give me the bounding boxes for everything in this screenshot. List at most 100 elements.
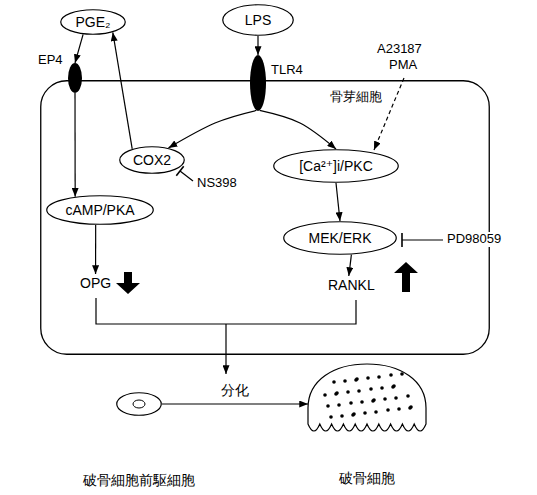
signal-ellipse: MEK/ERK: [283, 221, 397, 255]
granule-dot: [343, 379, 347, 383]
signal-arrow: [257, 36, 258, 55]
increase-arrow: [394, 262, 418, 292]
granule-dot: [409, 405, 413, 409]
inhibition-line: [180, 171, 193, 181]
signal-arrow: [349, 255, 352, 276]
granule-dot: [337, 403, 341, 407]
node-text: 破骨細胞前駆細胞: [83, 472, 195, 488]
inhibitor-label: A23187: [376, 42, 423, 57]
inhibition-line: [402, 239, 443, 240]
node-outline: [250, 55, 266, 111]
granule-dot: [386, 408, 390, 412]
merge-arrow: [225, 324, 226, 374]
granule-dot: [394, 396, 398, 400]
granule-dot: [372, 398, 376, 402]
node-text: LPS: [245, 12, 271, 28]
granule-dot: [349, 401, 353, 405]
signal-arrow: [169, 110, 257, 147]
mediator-ellipse: PGE₂: [60, 9, 126, 35]
node-text: RANKL: [328, 277, 375, 293]
edge-label: 分化: [220, 382, 250, 398]
granule-dot: [329, 415, 333, 419]
inhibitor-label: NS398: [196, 176, 238, 191]
signal-ellipse: COX2: [119, 146, 185, 174]
cell-nucleus: [133, 400, 145, 408]
ligand-ellipse: LPS: [222, 4, 294, 36]
granule-dot: [377, 375, 381, 379]
granule-dot: [357, 389, 361, 393]
node-text: 骨芽細胞: [330, 90, 382, 105]
ellipse-outline: [274, 150, 399, 183]
ellipse-outline: [284, 222, 397, 255]
granule-dot: [346, 390, 350, 394]
signal-arrow: [95, 225, 96, 274]
granule-dot: [389, 373, 393, 377]
inhibition-bar: [401, 233, 403, 247]
decrease-arrow: [116, 272, 140, 294]
protein-label: OPG: [78, 274, 113, 292]
osteoblast-cell: 骨芽細胞 COX2 [Ca²⁺]i/PKC cAMP/PKA MEK/ERK OPG RAN…: [40, 80, 490, 355]
granule-dot: [397, 407, 401, 411]
node-text: [Ca²⁺]i/PKC: [299, 158, 373, 174]
granule-dot: [383, 397, 387, 401]
granule-dot: [366, 376, 370, 380]
osteoclast-outline: [308, 364, 426, 431]
precursor-cell: 破骨細胞前駆細胞: [116, 392, 162, 416]
signal-arrow: [113, 32, 132, 148]
granule-dot: [360, 400, 364, 404]
granule-dot: [326, 404, 330, 408]
receptor-oval: EP4: [68, 63, 82, 93]
node-text: MEK/ERK: [308, 230, 371, 246]
signal-arrow: [162, 403, 308, 404]
cell-body: [117, 393, 162, 416]
osteoclast-cell: 破骨細胞: [308, 362, 426, 446]
ellipse-outline: [61, 10, 126, 35]
granule-dot: [406, 394, 410, 398]
cell-outline: [41, 81, 490, 355]
node-outline: [308, 362, 426, 446]
ellipse-outline: [223, 5, 294, 36]
inhibitor-label: PD98059: [446, 232, 502, 247]
granule-dot: [391, 385, 395, 389]
granule-dot: [400, 372, 404, 376]
ellipse-outline: [120, 147, 185, 174]
granule-dot: [340, 414, 344, 418]
node-text: TLR4: [271, 63, 303, 78]
node-text: COX2: [133, 152, 171, 168]
granule-dot: [408, 406, 412, 410]
signal-arrow: [336, 183, 340, 221]
merge-bracket: [96, 298, 356, 324]
protein-label: RANKL: [326, 276, 377, 294]
inhibitor-label: PMA: [388, 58, 418, 73]
signal-arrow: [74, 93, 75, 197]
receptor-oval: [250, 55, 266, 111]
signal-ellipse: [Ca²⁺]i/PKC: [273, 149, 399, 183]
node-text: EP4: [38, 53, 63, 68]
granule-dot: [374, 410, 378, 414]
granule-dot: [392, 384, 396, 388]
node-text: OPG: [80, 275, 111, 291]
granule-dot: [351, 413, 355, 417]
granule-dot: [323, 393, 327, 397]
granule-dot: [369, 387, 373, 391]
granule-dot: [334, 392, 338, 396]
granule-dot: [355, 377, 359, 381]
node-text: 破骨細胞: [339, 470, 395, 486]
granule-dot: [332, 380, 336, 384]
receptor-oval: TLR4: [250, 55, 266, 111]
node-text: PGE₂: [76, 14, 111, 30]
ellipse-outline: [47, 196, 154, 225]
dashed-activation-arrow: [374, 78, 404, 150]
granule-dot: [354, 378, 358, 382]
signal-arrow: [260, 110, 336, 149]
granule-dot: [380, 386, 384, 390]
granule-dot: [352, 412, 356, 416]
granule-dot: [371, 399, 375, 403]
node-text: cAMP/PKA: [65, 202, 134, 218]
granule-dot: [335, 391, 339, 395]
signal-arrow: [75, 34, 83, 63]
node-outline: [68, 63, 82, 93]
granule-dot: [363, 411, 367, 415]
signal-ellipse: cAMP/PKA: [46, 195, 154, 225]
receptor-oval: [68, 63, 82, 93]
